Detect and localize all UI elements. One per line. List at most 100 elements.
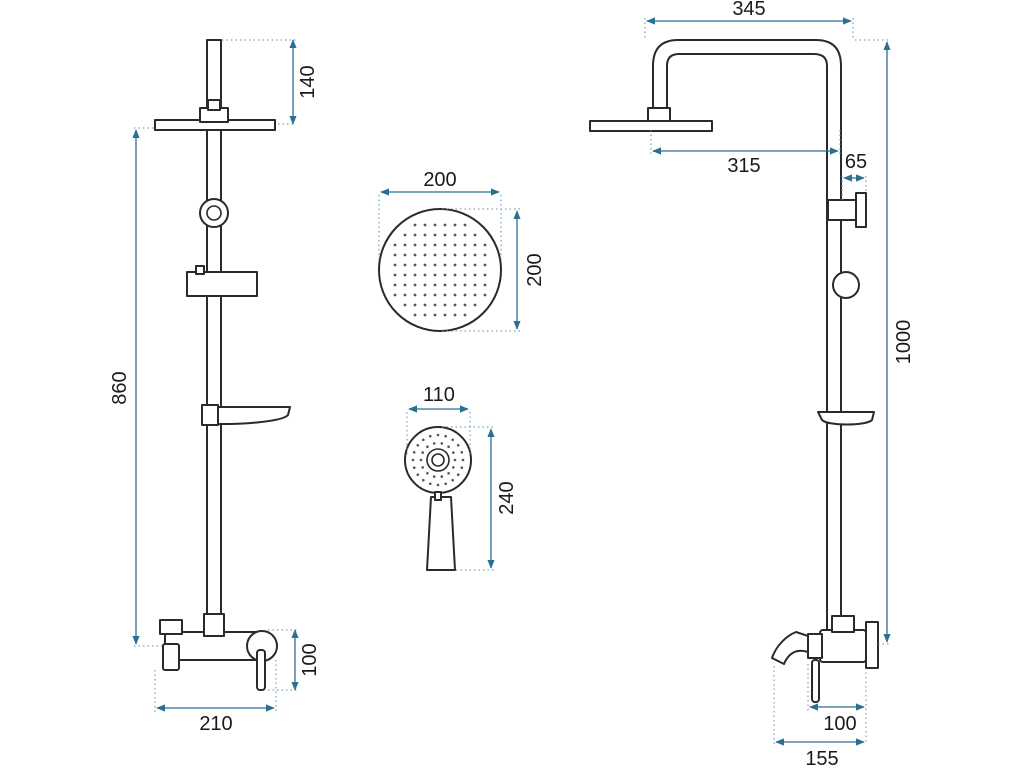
overhead-head-dimensions: 200 200 — [378, 169, 546, 332]
nozzle-dot — [453, 233, 457, 237]
nozzle-dot — [432, 442, 436, 445]
front-view-shower-column — [154, 39, 291, 691]
hand-shower-plan — [404, 426, 472, 571]
overhead-head-nozzles — [393, 223, 487, 317]
side-wall-flange — [865, 621, 879, 669]
nozzle-dot — [403, 303, 407, 307]
nozzle-dot — [460, 466, 464, 470]
nozzle-dot — [429, 434, 432, 438]
dim-head-height: 200 — [524, 253, 546, 286]
nozzle-dot — [452, 451, 455, 454]
nozzle-dot — [483, 243, 487, 247]
side-head-plate — [589, 120, 713, 132]
dim-right-arm-reach: 345 — [732, 0, 765, 20]
front-inlet-left — [162, 643, 180, 671]
nozzle-dot — [443, 303, 447, 307]
nozzle-dot — [433, 283, 437, 287]
hand-shower-button — [434, 491, 442, 501]
nozzle-dot — [463, 283, 467, 287]
nozzle-dot — [416, 473, 420, 477]
nozzle-dot — [453, 253, 457, 257]
nozzle-dot — [483, 293, 487, 297]
nozzle-dot — [423, 263, 427, 267]
nozzle-dot — [416, 444, 420, 447]
side-bracket — [827, 199, 857, 221]
front-hose-outlet — [159, 619, 183, 635]
front-holder-block — [186, 271, 258, 297]
dim-left-mixer-width: 210 — [199, 713, 232, 735]
nozzle-dot — [403, 233, 407, 237]
side-wall-mount — [855, 192, 867, 228]
nozzle-dot — [473, 283, 477, 287]
nozzle-dot — [473, 263, 477, 267]
nozzle-dot — [456, 444, 460, 447]
nozzle-dot — [452, 466, 455, 469]
nozzle-dot — [433, 293, 437, 297]
nozzle-dot — [393, 253, 397, 257]
nozzle-dot — [463, 273, 467, 277]
nozzle-dot — [451, 438, 455, 442]
side-mixer-lever — [811, 659, 820, 703]
nozzle-dot — [463, 263, 467, 267]
nozzle-dot — [411, 458, 415, 462]
nozzle-dot — [447, 472, 450, 475]
nozzle-dot — [443, 263, 447, 267]
nozzle-dot — [393, 273, 397, 277]
nozzle-dot — [473, 293, 477, 297]
nozzle-dot — [413, 313, 417, 317]
dim-right-total-height: 1000 — [893, 320, 915, 365]
nozzle-dot — [453, 283, 457, 287]
nozzle-dot — [393, 283, 397, 287]
nozzle-dot — [440, 442, 444, 445]
nozzle-dot — [453, 313, 457, 317]
nozzle-dot — [443, 243, 447, 247]
nozzle-dot — [453, 303, 457, 307]
nozzle-dot — [473, 233, 477, 237]
nozzle-dot — [463, 243, 467, 247]
front-view-dimensions: 140 860 100 210 — [109, 39, 321, 735]
front-head-neck — [207, 99, 221, 111]
nozzle-dot — [423, 223, 427, 227]
side-slider-round — [832, 271, 860, 299]
nozzle-dot — [423, 253, 427, 257]
nozzle-dot — [444, 434, 448, 438]
nozzle-dot — [413, 233, 417, 237]
nozzle-dot — [421, 466, 425, 469]
nozzle-dot — [413, 263, 417, 267]
dim-left-top-riser: 140 — [297, 65, 319, 98]
nozzle-dot — [453, 273, 457, 277]
nozzle-dot — [423, 313, 427, 317]
dim-right-head-offset: 315 — [727, 155, 760, 177]
side-head-connector — [647, 107, 671, 123]
nozzle-dot — [426, 445, 429, 449]
nozzle-dot — [403, 293, 407, 297]
nozzle-dot — [463, 223, 467, 227]
nozzle-dot — [413, 253, 417, 257]
nozzle-dot — [433, 263, 437, 267]
nozzle-dot — [440, 475, 444, 478]
nozzle-dot — [453, 263, 457, 267]
nozzle-dot — [433, 223, 437, 227]
nozzle-dot — [463, 303, 467, 307]
dim-right-mixer-depth: 100 — [823, 713, 856, 735]
side-view-dimensions: 345 315 65 1000 100 155 — [644, 0, 915, 768]
nozzle-dot — [453, 458, 457, 462]
nozzle-dot — [447, 445, 450, 449]
nozzle-dot — [413, 283, 417, 287]
nozzle-dot — [453, 223, 457, 227]
nozzle-dot — [460, 451, 464, 454]
nozzle-dot — [443, 283, 447, 287]
nozzle-dot — [433, 273, 437, 277]
nozzle-dot — [463, 233, 467, 237]
dim-right-bracket: 65 — [845, 151, 867, 173]
nozzle-dot — [422, 478, 425, 482]
nozzle-dot — [456, 473, 460, 477]
dim-right-spout-depth: 155 — [805, 748, 838, 768]
nozzle-dot — [413, 293, 417, 297]
nozzle-dot — [423, 283, 427, 287]
nozzle-dot — [413, 273, 417, 277]
nozzle-dot — [483, 283, 487, 287]
side-spout — [771, 631, 809, 665]
dim-hand-width: 110 — [423, 384, 455, 406]
